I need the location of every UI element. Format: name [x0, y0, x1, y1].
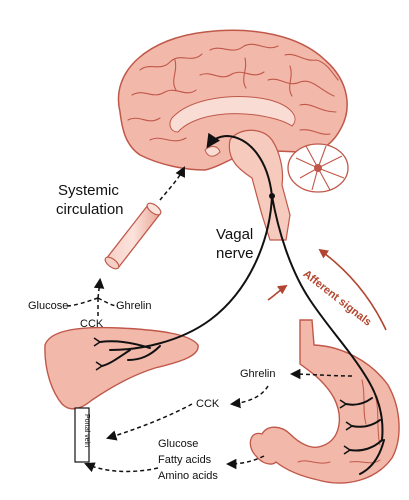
label-systemic: Systemic: [58, 182, 119, 199]
vagal-nerve: [99, 132, 385, 475]
liver: [44, 326, 199, 410]
label-glucose-top: Glucose: [28, 300, 69, 312]
nerve-junction: [269, 193, 275, 199]
label-fatty-acids: Fatty acids: [158, 454, 212, 466]
brain: [117, 29, 349, 241]
afferent-arrows: [267, 248, 387, 331]
label-circulation: circulation: [56, 201, 124, 218]
blood-vessel: [104, 202, 162, 270]
label-cck-top: CCK: [80, 318, 104, 330]
label-nerve: nerve: [216, 245, 254, 262]
label-portal-vein: Portal vein: [83, 414, 90, 448]
nerve-terminals: [93, 337, 353, 455]
label-ghrelin-stomach: Ghrelin: [240, 368, 276, 380]
label-glucose-gut: Glucose: [158, 438, 199, 450]
label-cck-stomach: CCK: [196, 398, 220, 410]
label-amino-acids: Amino acids: [158, 470, 218, 482]
label-ghrelin-top: Ghrelin: [116, 300, 152, 312]
portal-vein: [74, 407, 90, 463]
hormone-arrows: [65, 166, 353, 473]
label-vagal: Vagal: [216, 226, 254, 243]
